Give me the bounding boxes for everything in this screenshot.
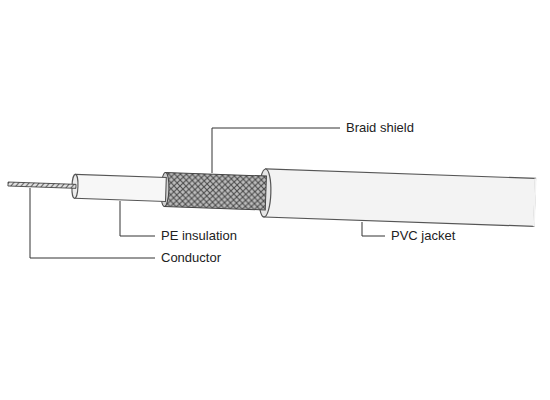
leader-line bbox=[120, 201, 155, 236]
pe-insulation bbox=[75, 174, 167, 201]
conductor-wire bbox=[8, 182, 76, 188]
part-label: PE insulation bbox=[160, 228, 238, 244]
part-label: Conductor bbox=[160, 250, 222, 266]
leader-line bbox=[362, 222, 385, 236]
braid-shield bbox=[164, 172, 266, 210]
leader-line bbox=[212, 128, 340, 173]
leader-line bbox=[30, 188, 155, 258]
part-label: PVC jacket bbox=[390, 228, 456, 244]
part-label: Braid shield bbox=[345, 120, 415, 136]
coax-cable bbox=[7, 160, 535, 226]
pvc-jacket bbox=[264, 169, 536, 226]
leader-lines bbox=[30, 128, 385, 258]
